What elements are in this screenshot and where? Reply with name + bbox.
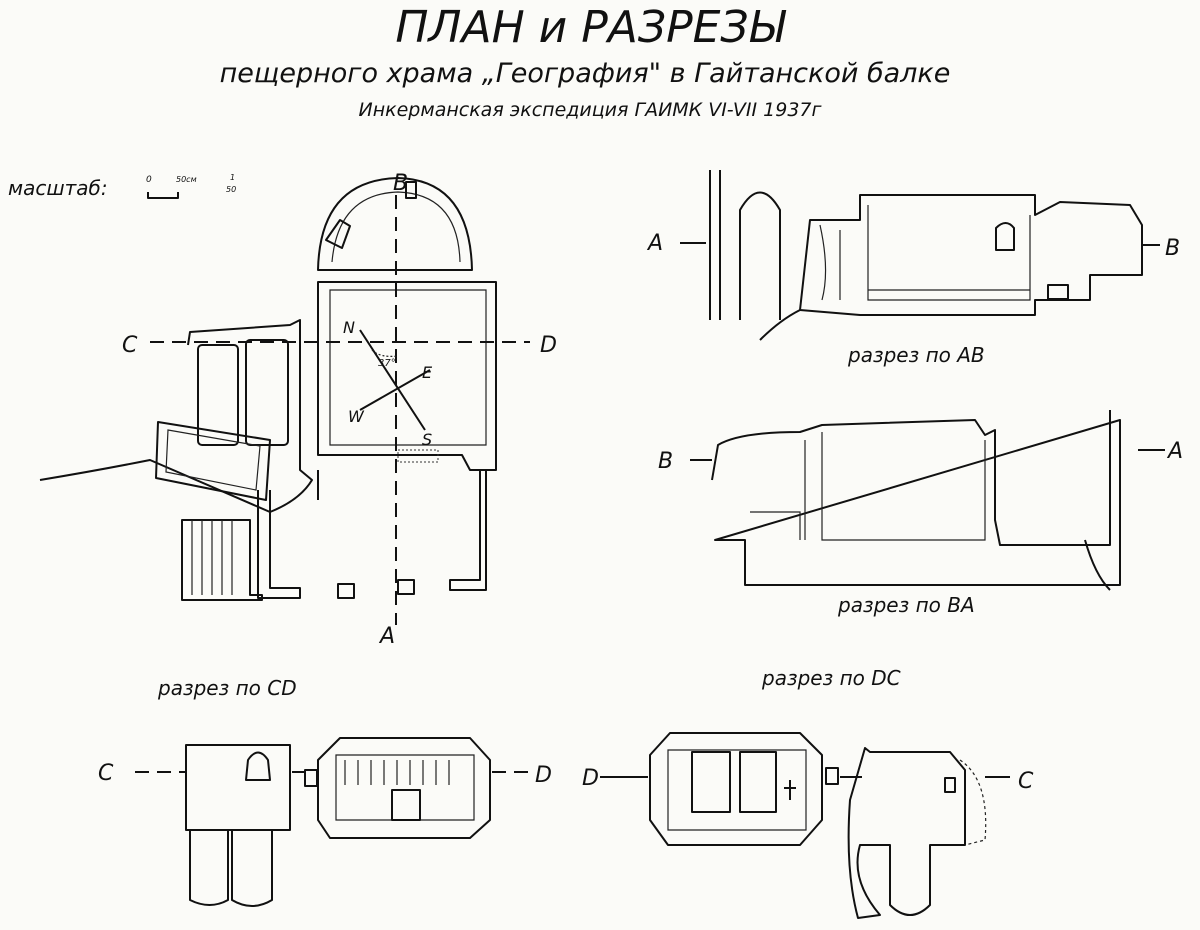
section-cd-caption: разрез по CD bbox=[157, 676, 297, 700]
section-dc-label-right: C bbox=[1018, 769, 1034, 794]
section-dc-label-left: D bbox=[582, 766, 599, 791]
section-ba-label-right: А bbox=[1166, 439, 1183, 464]
main-hall bbox=[317, 281, 497, 471]
plan-view: В А C D N E S W 37° bbox=[39, 171, 557, 649]
apse bbox=[317, 177, 473, 271]
compass-n: N bbox=[343, 318, 355, 337]
section-ab-caption: разрез по АВ bbox=[847, 343, 985, 367]
expedition-line: Инкерманская экспедиция ГАИМК VI-VII 193… bbox=[359, 99, 823, 121]
section-cd: разрез по CD C D bbox=[98, 676, 552, 907]
section-cd-label-right: D bbox=[535, 763, 552, 788]
compass-e: E bbox=[422, 363, 433, 382]
plan-label-c: C bbox=[122, 333, 138, 358]
compass-w: W bbox=[348, 407, 365, 426]
section-ab-label-right: В bbox=[1165, 236, 1180, 261]
scale-bar: масштаб: 0 50см 1 50 bbox=[8, 173, 236, 200]
side-chambers bbox=[39, 319, 313, 513]
section-ab-label-left: А bbox=[646, 231, 663, 256]
scale-ratio-den: 50 bbox=[226, 185, 236, 194]
section-ab: А В разрез по АВ bbox=[646, 170, 1180, 367]
section-dc: разрез по DC D C bbox=[582, 666, 1034, 919]
scale-ratio-num: 1 bbox=[230, 173, 235, 182]
scale-zero: 0 bbox=[146, 175, 152, 185]
section-ba-caption: разрез по ВА bbox=[837, 593, 975, 617]
steps bbox=[181, 519, 263, 601]
scale-length: 50см bbox=[176, 175, 197, 184]
section-ba-label-left: В bbox=[658, 449, 673, 474]
scale-label: масштаб: bbox=[8, 176, 108, 200]
subtitle: пещерного храма „География" в Гайтанской… bbox=[220, 58, 951, 89]
section-cd-label-left: C bbox=[98, 761, 114, 786]
section-dc-caption: разрез по DC bbox=[761, 666, 901, 690]
title: ПЛАН и РАЗРЕЗЫ bbox=[395, 2, 786, 53]
plan-label-d: D bbox=[540, 333, 557, 358]
plan-label-b: В bbox=[393, 171, 408, 196]
section-ba: В А разрез по ВА bbox=[658, 410, 1183, 617]
compass-angle: 37° bbox=[378, 358, 396, 369]
plan-label-a: А bbox=[378, 624, 395, 649]
compass-rose: N E S W 37° bbox=[343, 318, 433, 449]
compass-s: S bbox=[422, 430, 432, 449]
